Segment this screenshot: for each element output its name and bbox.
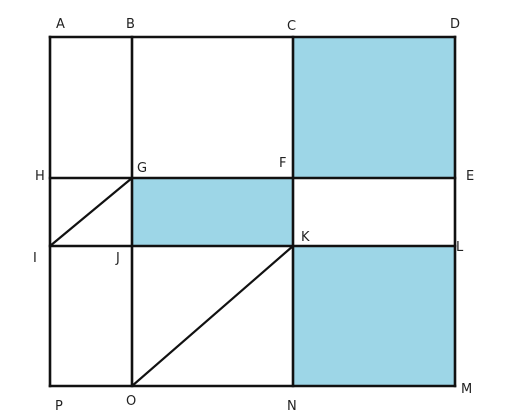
point-label-p: P — [55, 399, 63, 414]
point-label-g: G — [137, 161, 147, 176]
point-label-b: B — [126, 17, 135, 32]
point-label-i: I — [33, 251, 37, 266]
segment-ig — [49, 177, 133, 247]
point-label-l: L — [456, 240, 464, 255]
point-label-o: O — [126, 394, 136, 409]
segment-ok — [131, 245, 294, 387]
point-label-e: E — [466, 169, 474, 184]
point-label-d: D — [450, 17, 460, 32]
shaded-rectangle-gfkj — [132, 178, 293, 246]
point-label-n: N — [287, 399, 297, 414]
shaded-rectangle-klmn — [293, 246, 455, 386]
shaded-rectangle-cdef — [293, 37, 455, 178]
point-label-k: K — [301, 230, 310, 245]
point-label-a: A — [56, 17, 65, 32]
point-label-f: F — [279, 156, 286, 171]
point-label-m: M — [461, 382, 472, 397]
point-label-c: C — [287, 19, 296, 34]
point-label-h: H — [35, 169, 45, 184]
point-label-j: J — [115, 251, 120, 266]
